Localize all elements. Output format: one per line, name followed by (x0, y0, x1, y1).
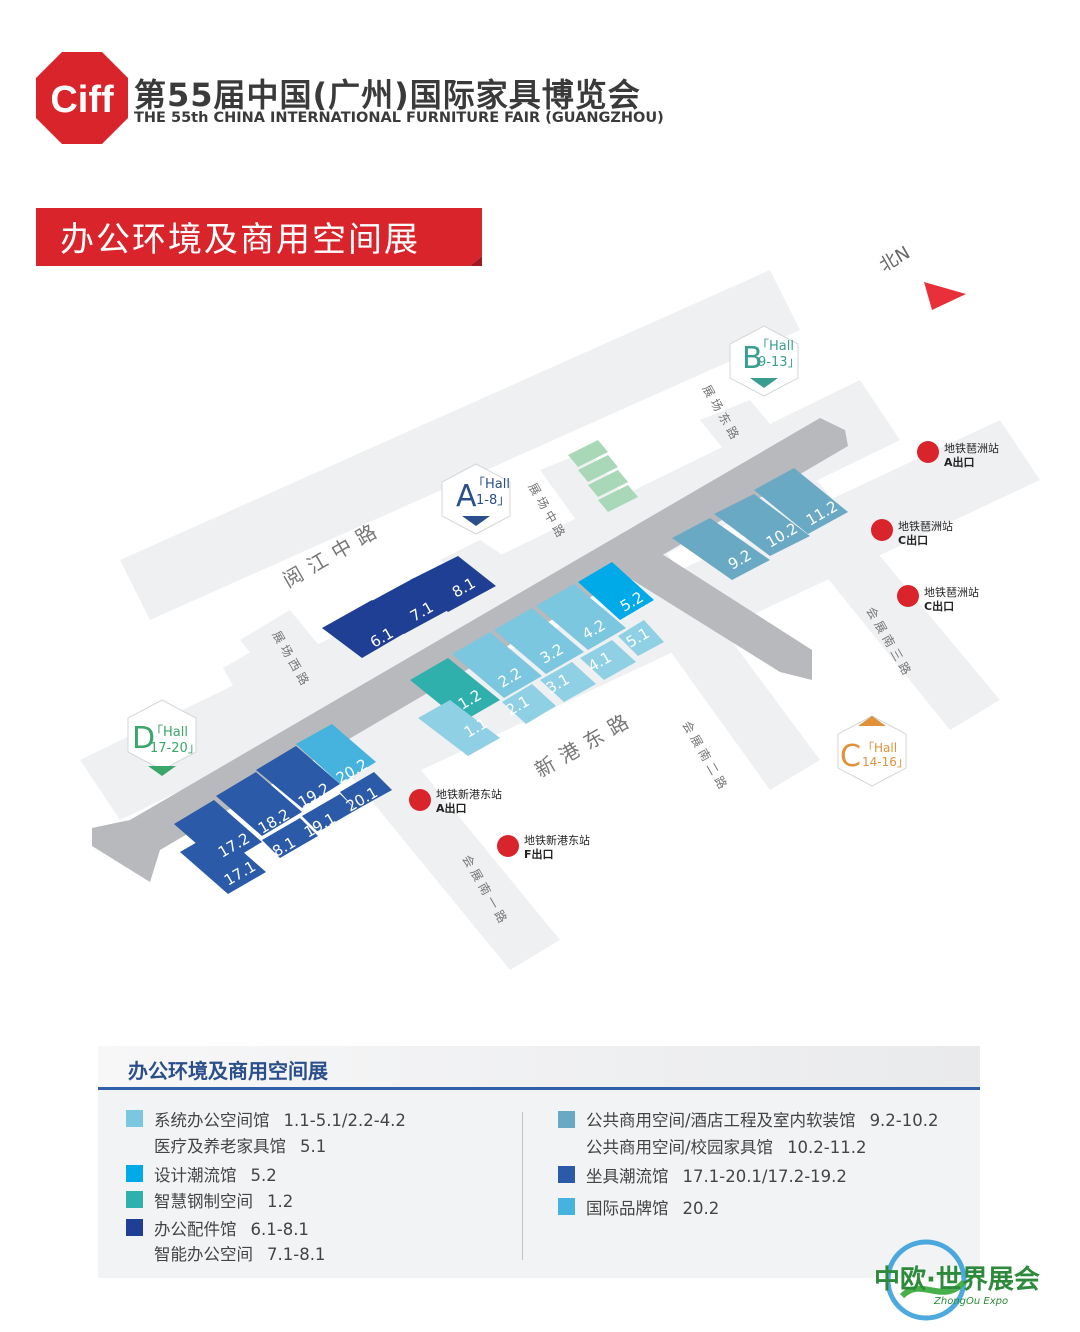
north-arrow-icon (924, 282, 966, 310)
legend-header-line (98, 1087, 980, 1090)
metro-pazhou-b: 地铁琶洲站 C出口 (871, 519, 953, 547)
section-banner (36, 208, 482, 266)
zone-a-marker: A 「Hall 1-8」 (441, 463, 511, 535)
legend-swatch-design (126, 1165, 143, 1182)
legend-header (98, 1046, 980, 1088)
svg-text:地铁新港东站: 地铁新港东站 (436, 787, 502, 801)
svg-text:地铁琶洲站: 地铁琶洲站 (898, 519, 953, 533)
metro-icon (871, 519, 893, 541)
legend-swatch-system-office (126, 1110, 143, 1127)
fair-title: 第55届中国(广州)国际家具博览会 (134, 76, 641, 114)
metro-xingang-a: 地铁新港东站 A出口 (409, 787, 502, 815)
zhongou-watermark: 中欧·世界展会 ZhongOu Expo (874, 1239, 1040, 1321)
road-xingang: 新港东路 (531, 706, 640, 783)
hall-10-2 (714, 494, 810, 556)
metro-icon (409, 789, 431, 811)
legend-swatch-seating (558, 1166, 575, 1183)
metro-icon (917, 441, 939, 463)
metro-icon (497, 835, 519, 857)
legend-swatch-steel (126, 1191, 143, 1208)
hall-18-2 (216, 772, 302, 836)
legend-swatch-international (558, 1198, 575, 1215)
svg-text:17-20」: 17-20」 (150, 741, 201, 756)
hall-11-2 (754, 468, 848, 534)
zone-markers: A 「Hall 1-8」 B 「Hall 9-13」 C 「Hall 14-16… (127, 325, 909, 787)
zone-b-marker: B 「Hall 9-13」 (729, 325, 801, 397)
svg-text:C出口: C出口 (898, 533, 928, 547)
hall-20-2 (296, 724, 376, 784)
branch-avenue (610, 540, 812, 680)
hall-3-2 (494, 608, 584, 674)
svg-text:F出口: F出口 (524, 847, 554, 861)
ciff-logo: Ciff (36, 52, 128, 144)
svg-text:「Hall: 「Hall (862, 741, 897, 755)
road-huizhan-2: 会展南二路 (679, 718, 732, 795)
svg-text:C出口: C出口 (924, 599, 954, 613)
metro-markers: 地铁琶洲站 A出口 地铁琶洲站 C出口 地铁琶洲站 C出口 地铁新港东站 A出口… (409, 441, 999, 861)
hall-4-1 (580, 640, 636, 680)
svg-text:A出口: A出口 (944, 455, 975, 469)
hall-5-1 (618, 620, 664, 656)
svg-text:地铁琶洲站: 地铁琶洲站 (944, 441, 999, 455)
svg-text:D: D (132, 721, 155, 756)
legend-title: 办公环境及商用空间展 (128, 1059, 328, 1083)
watermark-en: ZhongOu Expo (933, 1296, 1008, 1307)
hall-19-2 (256, 746, 340, 808)
svg-text:B: B (742, 341, 763, 376)
fair-subtitle: THE 55th CHINA INTERNATIONAL FURNITURE F… (134, 110, 664, 126)
svg-text:C: C (840, 739, 861, 774)
hall-19-1 (302, 794, 356, 832)
legend-divider (522, 1112, 523, 1260)
svg-text:「Hall: 「Hall (150, 725, 188, 740)
svg-text:「Hall: 「Hall (472, 477, 510, 492)
legend-swatch-accessories (126, 1219, 143, 1236)
hall-5-2 (578, 562, 654, 620)
banner-title: 办公环境及商用空间展 (60, 220, 420, 260)
svg-text:14-16」: 14-16」 (862, 755, 909, 769)
green-zone (568, 440, 638, 512)
hall-1-2 (410, 658, 500, 722)
metro-pazhou-a: 地铁琶洲站 A出口 (917, 441, 999, 469)
svg-text:地铁新港东站: 地铁新港东站 (524, 833, 590, 847)
hall-18-1 (262, 818, 318, 858)
compass-label: 北N (876, 242, 914, 276)
logo-text: Ciff (50, 79, 114, 121)
svg-text:A: A (456, 479, 477, 514)
zone-d-marker: D 「Hall 17-20」 (127, 699, 201, 776)
metro-xingang-f: 地铁新港东站 F出口 (497, 833, 590, 861)
hall-2-2 (452, 632, 542, 698)
hall-9-2 (672, 518, 770, 580)
hall-17-1 (180, 830, 266, 894)
hall-4-2 (536, 584, 626, 650)
metro-pazhou-c: 地铁琶洲站 C出口 (897, 585, 979, 613)
zone-c-marker: C 「Hall 14-16」 (837, 715, 909, 787)
svg-text:地铁琶洲站: 地铁琶洲站 (924, 585, 979, 599)
hall-20-1 (340, 772, 392, 810)
hall-1-1 (418, 700, 500, 756)
svg-text:「Hall: 「Hall (756, 339, 794, 354)
hall-8-1 (410, 556, 496, 612)
metro-icon (897, 585, 919, 607)
svg-text:1-8」: 1-8」 (476, 493, 510, 508)
hall-blocks (174, 468, 848, 894)
svg-text:9-13」: 9-13」 (758, 355, 801, 370)
hall-3-1 (540, 662, 596, 702)
svg-text:A出口: A出口 (436, 801, 467, 815)
hall-2-1 (502, 684, 556, 724)
venue-map: 6.1 7.1 8.1 9.2 10.2 11.2 1.2 2.2 3.2 4.… (80, 242, 1040, 970)
legend-swatch-public-hotel (558, 1111, 575, 1128)
watermark-cn: 中欧·世界展会 (874, 1264, 1040, 1295)
